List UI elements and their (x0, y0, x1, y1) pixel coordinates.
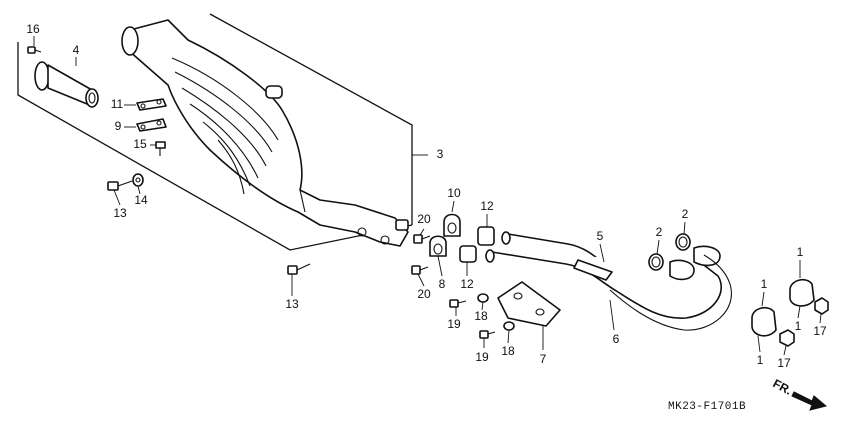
callout-1-b: 1 (757, 353, 764, 367)
bolt-part-19-lower[interactable] (479, 330, 496, 339)
washer-part-14[interactable] (132, 173, 144, 187)
joint-collar-part-1-lower[interactable] (751, 306, 777, 337)
callout-12-lower: 12 (460, 277, 474, 291)
callout-labels: 16 4 11 9 15 3 13 14 13 20 20 10 8 12 12… (26, 22, 827, 370)
callout-8: 8 (439, 277, 446, 291)
joint-collar-part-1-upper[interactable] (789, 278, 815, 307)
callout-2-left: 2 (656, 225, 663, 239)
front-direction-indicator: FR. (771, 376, 828, 411)
plate-part-11[interactable] (136, 98, 167, 111)
leader-lines (33, 36, 822, 356)
callout-9: 9 (115, 119, 122, 133)
plate-part-9[interactable] (136, 118, 167, 132)
callout-16: 16 (26, 22, 40, 36)
callout-14: 14 (134, 193, 148, 207)
callout-2-right: 2 (682, 207, 689, 221)
drawing-code: MK23-F1701B (668, 401, 746, 413)
callout-1-c: 1 (797, 245, 804, 259)
washer-part-18-upper[interactable] (477, 293, 489, 303)
callout-15: 15 (133, 137, 147, 151)
callout-18-lower: 18 (501, 344, 515, 358)
callout-13-upper: 13 (113, 206, 127, 220)
callout-7: 7 (540, 352, 547, 366)
callout-6: 6 (613, 332, 620, 346)
bolt-part-13-upper[interactable] (107, 180, 133, 191)
callout-5: 5 (597, 229, 604, 243)
callout-1-d: 1 (795, 319, 802, 333)
callout-4: 4 (73, 43, 80, 57)
sleeve-part-12-upper[interactable] (477, 226, 495, 246)
clamp-part-10[interactable] (443, 213, 461, 237)
heat-shield-part-7[interactable] (497, 281, 561, 327)
sleeve-part-12-lower[interactable] (459, 245, 477, 263)
callout-20-lower: 20 (417, 287, 431, 301)
gasket-part-2-left[interactable] (648, 253, 664, 271)
callout-19-upper: 19 (447, 317, 461, 331)
washer-part-18-lower[interactable] (503, 321, 515, 331)
header-pipes-part-5-6[interactable] (485, 231, 732, 331)
callout-17-upper: 17 (813, 324, 827, 338)
callout-3: 3 (437, 147, 444, 161)
clamp-part-8[interactable] (429, 235, 447, 257)
bolt-part-20-upper[interactable] (413, 234, 431, 244)
nut-part-17-lower[interactable] (779, 329, 795, 347)
front-direction-label: FR. (771, 376, 795, 397)
front-arrow-icon (791, 391, 828, 411)
bolt-part-13-lower[interactable] (287, 263, 311, 275)
callout-13-lower: 13 (285, 297, 299, 311)
screw-part-15[interactable] (155, 141, 166, 156)
callout-18-upper: 18 (474, 309, 488, 323)
bolt-part-20-lower[interactable] (411, 265, 429, 275)
nut-part-17-upper[interactable] (814, 297, 829, 315)
callout-19-lower: 19 (475, 350, 489, 364)
callout-10: 10 (447, 186, 461, 200)
gasket-part-2-right[interactable] (675, 233, 691, 251)
callout-12-upper: 12 (480, 199, 494, 213)
callout-11: 11 (111, 97, 124, 111)
bolt-part-16[interactable] (27, 46, 42, 54)
assembly-frame (17, 13, 428, 251)
callout-17-lower: 17 (777, 356, 791, 370)
bolt-part-19-upper[interactable] (449, 299, 467, 308)
muffler-part-3[interactable] (121, 19, 409, 247)
callout-1-a: 1 (761, 277, 768, 291)
callout-20-upper: 20 (417, 212, 431, 226)
tail-pipe-part-4[interactable] (34, 61, 99, 108)
